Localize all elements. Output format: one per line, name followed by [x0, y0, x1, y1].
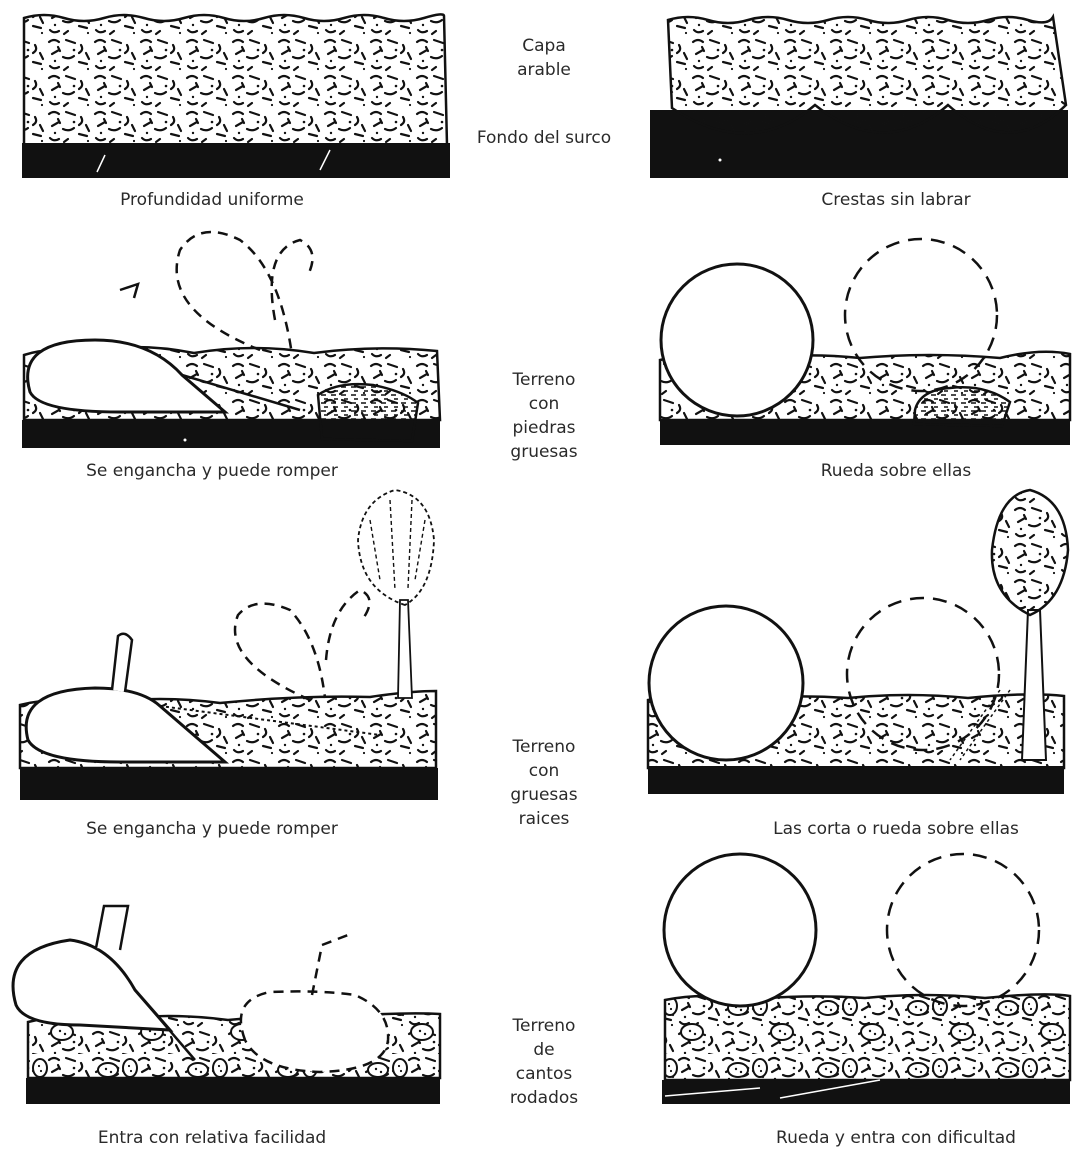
large-stone — [914, 387, 1010, 426]
caption-pebbles-plow: Entra con relativa facilidad — [62, 1130, 362, 1147]
panel-stones-plow — [22, 232, 440, 448]
label-line: gruesas — [494, 783, 594, 807]
disc-solid — [661, 264, 813, 416]
label-stones-row: Terreno con piedras gruesas — [494, 368, 594, 464]
label-line: piedras — [494, 416, 594, 440]
plow-breaking-path — [235, 604, 325, 700]
panel-pebbles-disc — [662, 854, 1070, 1104]
caption-pebbles-disc: Rueda y entra con dificultad — [736, 1130, 1056, 1147]
label-capa-arable: Capa arable — [494, 34, 594, 82]
plow-body — [13, 940, 170, 1030]
panel-uniform-depth — [22, 14, 450, 178]
tree-trunk — [1022, 610, 1046, 760]
label-line: Terreno — [494, 735, 594, 759]
plow-dashed-position — [241, 991, 388, 1072]
disc-solid — [649, 606, 803, 760]
label-line: rodados — [494, 1086, 594, 1110]
tree-trunk — [398, 600, 412, 698]
label-line: de — [494, 1038, 594, 1062]
plow-breaking-path — [177, 232, 292, 355]
panel-roots-disc — [648, 490, 1068, 794]
label-fondo-surco: Fondo del surco — [462, 130, 626, 147]
label-line: Terreno — [494, 1014, 594, 1038]
disc-dashed — [887, 854, 1039, 1006]
furrow-bottom-layer — [22, 143, 450, 178]
label-roots-row: Terreno con gruesas raices — [494, 735, 594, 831]
panel-untilled-crests — [650, 17, 1068, 178]
caption-stones-plow: Se engancha y puede romper — [62, 463, 362, 480]
label-line: arable — [494, 58, 594, 82]
tree-crown — [358, 490, 434, 605]
label-line: cantos — [494, 1062, 594, 1086]
label-line: con — [494, 759, 594, 783]
tree-crown — [992, 490, 1068, 615]
panel-stones-disc — [660, 239, 1070, 445]
caption-stones-disc: Rueda sobre ellas — [746, 463, 1046, 480]
panel-roots-plow — [20, 490, 438, 800]
label-line: Capa — [494, 34, 594, 58]
label-line: con — [494, 392, 594, 416]
label-line: raices — [494, 807, 594, 831]
caption-roots-disc: Las corta o rueda sobre ellas — [736, 821, 1056, 838]
caption-untilled-crests: Crestas sin labrar — [746, 192, 1046, 209]
panel-pebbles-plow — [13, 906, 440, 1104]
caption-roots-plow: Se engancha y puede romper — [62, 821, 362, 838]
label-line: Terreno — [494, 368, 594, 392]
disc-solid — [664, 854, 816, 1006]
label-pebbles-row: Terreno de cantos rodados — [494, 1014, 594, 1110]
tilled-soil-scallops — [668, 17, 1066, 133]
plow-standard — [96, 906, 128, 950]
label-line: gruesas — [494, 440, 594, 464]
plow-standard — [112, 634, 132, 692]
caption-uniform-depth: Profundidad uniforme — [62, 192, 362, 209]
